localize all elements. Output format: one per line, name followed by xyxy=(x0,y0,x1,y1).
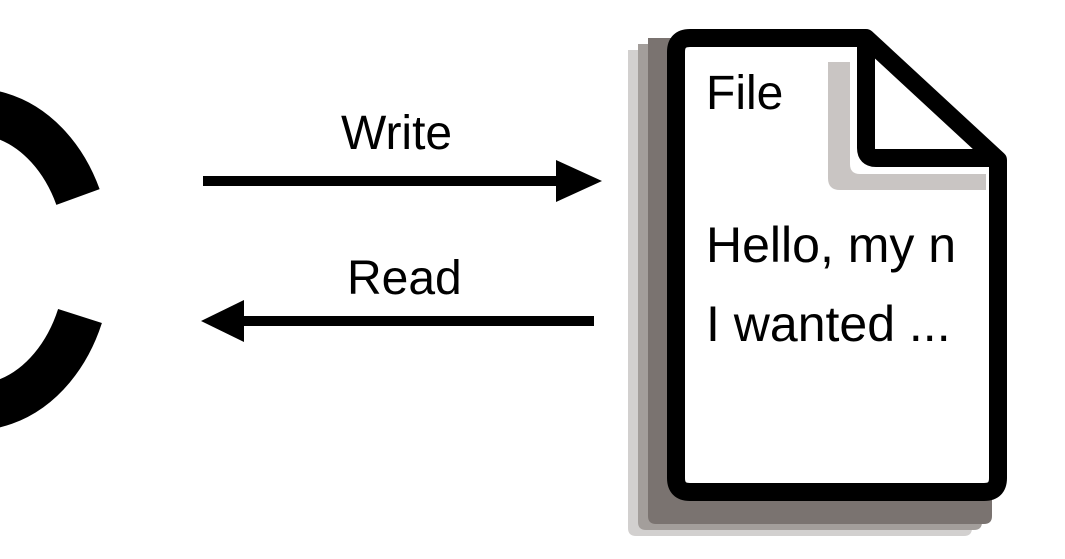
write-label: Write xyxy=(341,107,453,160)
read-label: Read xyxy=(347,252,462,305)
file-content: Hello, my n I wanted ... xyxy=(706,212,984,362)
file-line-1: Hello, my n xyxy=(706,217,957,273)
file-title: File xyxy=(706,67,784,120)
arrow-left-icon xyxy=(201,300,594,342)
file-line-2: I wanted ... xyxy=(706,296,951,352)
document-icon xyxy=(628,29,1007,536)
arrow-right-icon xyxy=(203,160,602,202)
c-shape-icon xyxy=(0,91,102,428)
